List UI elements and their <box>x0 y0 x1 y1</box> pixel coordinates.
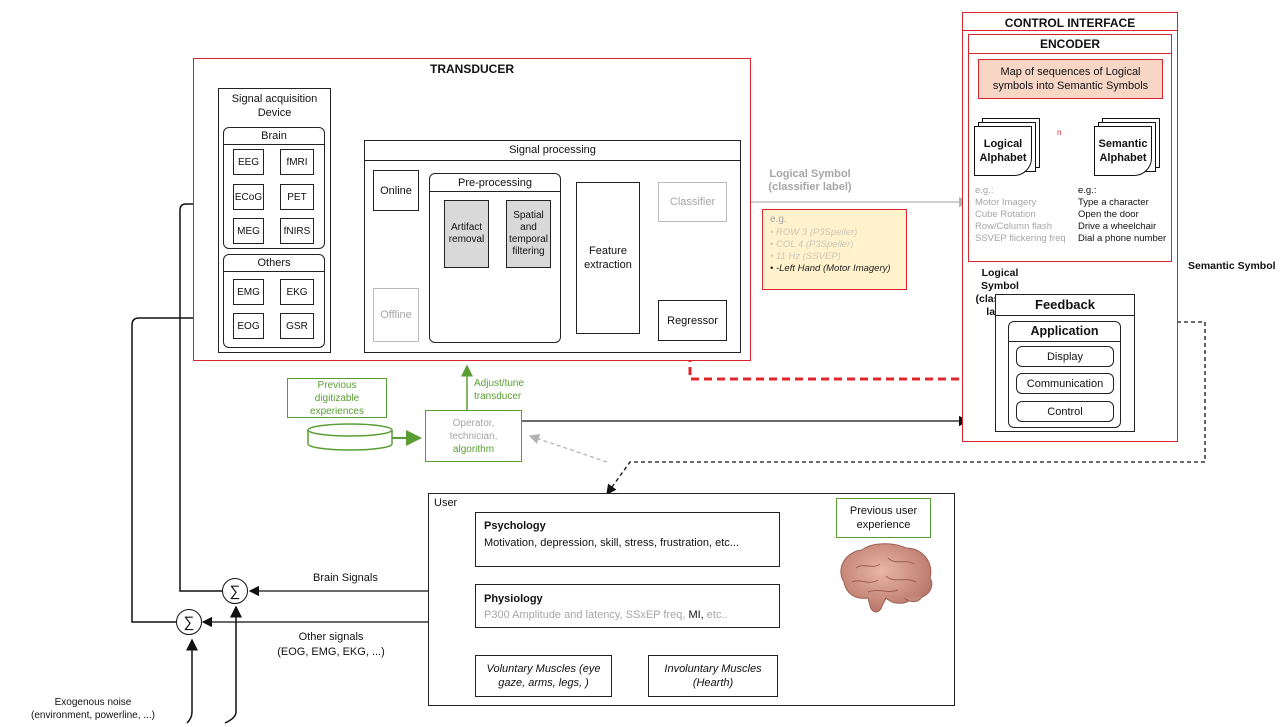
application-control: Control <box>1016 401 1114 422</box>
psychology-title: Psychology <box>484 520 546 532</box>
adjust-transducer-label: Adjust/tune transducer <box>474 378 525 402</box>
semantic-example: Dial a phone number <box>1078 233 1167 244</box>
logical-examples-list: e.g.: Motor Imagery Cube Rotation Row/Co… <box>975 185 1066 245</box>
offline-box: Offline <box>373 288 419 342</box>
online-box: Online <box>373 170 419 211</box>
other-sum-node: ∑ <box>176 609 202 635</box>
logical-eg: e.g.: <box>975 185 994 196</box>
modality-gsr: GSR <box>280 313 314 339</box>
feature-extraction-box: Feature extraction <box>576 182 640 334</box>
modality-eog: EOG <box>233 313 264 339</box>
semantic-example: Open the door <box>1078 209 1139 220</box>
example-item: • 11 Hz (SSVEP) <box>770 251 841 262</box>
psychology-box: Psychology Motivation, depression, skill… <box>475 512 780 567</box>
other-sum-to-others-arrow <box>131 312 220 623</box>
brain-icon <box>840 543 933 613</box>
example-item: • -Left Hand (Motor Imagery) <box>770 263 891 274</box>
operator-box: Operator, technician, algorithm <box>425 410 522 462</box>
modality-fnirs: fNIRS <box>280 218 314 244</box>
acquisition-title: Signal acquisition Device <box>231 93 318 119</box>
n-label: n <box>1057 128 1062 137</box>
modality-pet: PET <box>280 184 314 210</box>
operator-text: Operator, technician, <box>449 417 498 442</box>
application-title: Application <box>1030 324 1099 338</box>
physiology-box: Physiology P300 Amplitude and latency, S… <box>475 584 780 628</box>
database-icon <box>307 423 393 451</box>
semantic-example: Type a character <box>1078 197 1149 208</box>
logical-example: Row/Column flash <box>975 221 1053 232</box>
noise-to-other-sum-arrow <box>186 638 198 724</box>
exogenous-noise-label: Exogenous noise (environment, powerline,… <box>10 696 176 722</box>
logical-example: Cube Rotation <box>975 209 1036 220</box>
brain-sum-node: ∑ <box>222 578 248 604</box>
encoder-title: ENCODER <box>1039 37 1100 51</box>
semantic-alphabet-doc: Semantic Alphabet <box>1094 126 1152 176</box>
preprocessing-title: Pre-processing <box>458 177 532 189</box>
modality-ecog: ECoG <box>233 184 264 210</box>
modality-eeg: EEG <box>233 149 264 175</box>
transducer-title: TRANSDUCER <box>430 62 514 76</box>
artifact-removal-box: Artifact removal <box>444 200 489 268</box>
example-item: • COL 4 (P3Speller) <box>770 239 854 250</box>
involuntary-muscles-box: Involuntary Muscles (Hearth) <box>648 655 778 697</box>
control-interface-title: CONTROL INTERFACE <box>1004 16 1136 30</box>
application-communication: Communication <box>1016 373 1114 394</box>
encoder-map-text: Map of sequences of Logical symbols into… <box>978 59 1163 99</box>
algorithm-text: algorithm <box>452 443 495 455</box>
examples-list: • ROW 3 (P3Speller) • COL 4 (P3Speller) … <box>770 227 891 275</box>
logical-alphabet-doc: Logical Alphabet <box>974 126 1032 176</box>
modality-ekg: EKG <box>280 279 314 305</box>
physiology-title: Physiology <box>484 593 543 605</box>
regressor-box: Regressor <box>658 300 727 341</box>
other-signals-list: (EOG, EMG, EKG, ...) <box>277 646 385 658</box>
brain-sum-to-brain-arrow <box>179 198 222 592</box>
application-display: Display <box>1016 346 1114 367</box>
regressor-to-feedback-arrow <box>688 341 998 388</box>
semantic-example: Drive a wheelchair <box>1078 221 1157 232</box>
modality-meg: MEG <box>233 218 264 244</box>
logical-symbol-label: Logical Symbol (classifier label) <box>768 168 852 193</box>
feedback-title: Feedback <box>1035 297 1095 312</box>
other-signals-label: Other signals (EOG, EMG, EKG, ...) <box>276 630 386 660</box>
logical-example: Motor Imagery <box>975 197 1037 208</box>
previous-experiences-box: Previous digitizable experiences <box>287 378 387 418</box>
semantic-eg: e.g.: <box>1078 185 1097 196</box>
semantic-examples-list: e.g.: Type a character Open the door Dri… <box>1078 185 1166 245</box>
logical-example: SSVEP flickering freq <box>975 233 1066 244</box>
others-group-title: Others <box>257 257 291 269</box>
classifier-box: Classifier <box>658 182 727 222</box>
user-to-operator-arrow <box>528 433 608 463</box>
brain-signals-label: Brain Signals <box>313 572 378 584</box>
physiology-text: P300 Amplitude and latency, SSxEP freq, … <box>484 609 728 621</box>
psychology-text: Motivation, depression, skill, stress, f… <box>484 537 739 549</box>
semantic-symbol-label: Semantic Symbol <box>1188 260 1276 272</box>
noise-list: (environment, powerline, ...) <box>31 710 155 721</box>
examples-eg: e.g. <box>770 214 787 225</box>
noise-title: Exogenous noise <box>54 697 132 708</box>
brain-group-title: Brain <box>261 130 287 142</box>
feedback-to-user-arrow <box>606 321 1206 496</box>
previous-user-experience-box: Previous user experience <box>836 498 931 538</box>
spatial-temporal-filtering-box: Spatial and temporal filtering <box>506 200 551 268</box>
user-title: User <box>434 497 458 509</box>
voluntary-muscles-box: Voluntary Muscles (eye gaze, arms, legs,… <box>475 655 612 697</box>
signal-processing-title: Signal processing <box>509 144 596 156</box>
modality-emg: EMG <box>233 279 264 305</box>
modality-fmri: fMRI <box>280 149 314 175</box>
example-item: • ROW 3 (P3Speller) <box>770 227 858 238</box>
other-signals-title: Other signals <box>298 631 364 643</box>
noise-to-brain-sum-arrow <box>224 605 242 724</box>
classifier-examples-box: e.g. • ROW 3 (P3Speller) • COL 4 (P3Spel… <box>762 209 907 290</box>
